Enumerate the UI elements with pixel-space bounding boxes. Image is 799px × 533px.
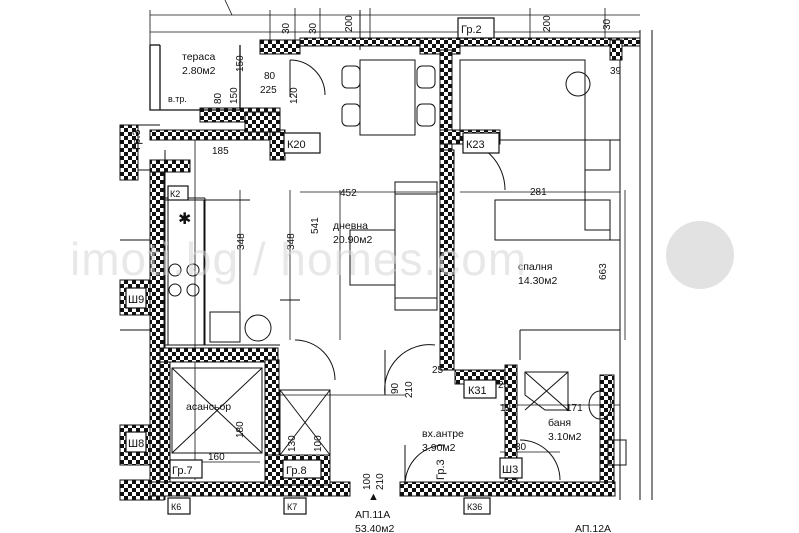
terrace-area: 2.80м2 [182, 65, 216, 77]
tag-boxes [125, 17, 523, 515]
entrance-area: 3.90м2 [422, 442, 456, 454]
dim-90: 90 [390, 382, 401, 394]
apartment-area: 53.40м2 [355, 523, 394, 533]
dim-200b: 200 [542, 15, 553, 32]
dim-100b: 100 [362, 473, 373, 490]
dim-25a: 25 [432, 365, 444, 376]
bathroom-fixtures [524, 371, 627, 466]
dim-39: 39 [610, 66, 622, 77]
tag-k31: К31 [468, 385, 487, 397]
bedroom-name: спалня [518, 261, 552, 273]
dim-30b: 30 [308, 22, 319, 34]
tag-gr3-left: Гр.3 [131, 129, 143, 150]
watermark: imoti.bg / homes.com [70, 233, 527, 285]
dim-100: 100 [313, 435, 324, 452]
dim-130: 130 [287, 435, 298, 452]
living-area: 20.90м2 [333, 234, 372, 246]
dim-541: 541 [310, 217, 321, 234]
dim-348a: 348 [236, 233, 247, 250]
tag-k6: К6 [171, 502, 181, 512]
sofa [349, 181, 438, 311]
technical-label: в.тр. [168, 94, 187, 104]
dim-171: 171 [566, 403, 583, 414]
dim-25b: 25 [498, 380, 510, 391]
dim-80a: 80 [264, 71, 276, 82]
dim-120: 120 [289, 87, 300, 104]
living-name: дневна [333, 220, 368, 232]
apartment-name: АП.11А [355, 509, 390, 521]
tag-k20: К20 [287, 139, 306, 151]
entrance-name: вх.антре [422, 428, 464, 440]
elevator-shaft [171, 367, 331, 456]
tag-sh9: Ш9 [128, 294, 144, 306]
entrance-arrow-icon: ▲ [368, 491, 379, 503]
dim-180: 180 [235, 421, 246, 438]
bathroom-area: 3.10м2 [548, 431, 582, 443]
ventilation-icon: ✱ [178, 211, 191, 228]
tag-k2: К2 [170, 189, 180, 199]
dim-348b: 348 [286, 233, 297, 250]
bedroom-area: 14.30м2 [518, 275, 557, 287]
tag-gr8: Гр.8 [286, 465, 307, 477]
dim-160: 160 [208, 452, 225, 463]
tag-gr3-bottom: Гр.3 [435, 459, 447, 480]
next-apartment-name: АП.12А [575, 523, 611, 533]
tag-k23: К23 [466, 139, 485, 151]
tag-gr7: Гр.7 [172, 465, 193, 477]
dim-30a: 30 [281, 22, 292, 34]
elevator-name: асансьор [186, 401, 231, 413]
tag-gr2: Гр.2 [461, 24, 482, 36]
dim-281: 281 [530, 187, 547, 198]
terrace-name: тераса [182, 51, 215, 63]
dim-12: 12 [500, 403, 512, 414]
terrace [149, 44, 241, 111]
watermark-logo-icon [666, 221, 734, 289]
dining-set [341, 59, 436, 136]
dim-150b: 150 [229, 87, 240, 104]
tag-k7: К7 [287, 502, 297, 512]
dim-30c: 30 [602, 18, 613, 30]
dim-185: 185 [212, 146, 229, 157]
dim-150a: 150 [235, 55, 246, 72]
tag-sh3: Ш3 [502, 464, 518, 476]
tag-k36: К36 [467, 502, 482, 512]
dim-210b: 210 [375, 473, 386, 490]
dim-452: 452 [340, 188, 357, 199]
tag-sh8: Ш8 [128, 438, 144, 450]
dim-80c: 80 [515, 442, 527, 453]
dim-225: 225 [260, 85, 277, 96]
dim-200a: 200 [344, 15, 355, 32]
dim-210a: 210 [404, 381, 415, 398]
bed [459, 59, 611, 241]
dim-80b: 80 [213, 92, 224, 104]
dim-663: 663 [598, 263, 609, 280]
bathroom-name: баня [548, 417, 571, 429]
doors [289, 59, 561, 486]
